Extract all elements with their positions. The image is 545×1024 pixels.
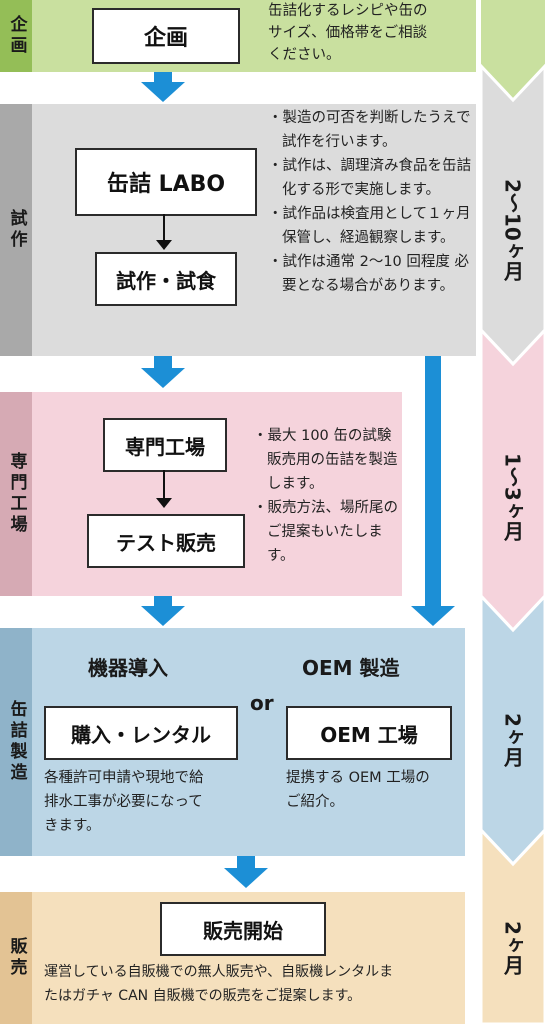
box-kikaku: 企画 [92,8,240,64]
connector-arrowhead [156,240,172,250]
note-kiki: 各種許可申請や現地で給 排水工事が必要になって きます。 [44,766,244,838]
blue-arrow-4 [224,868,268,888]
note-line: たはガチャ CAN 自販機での販売をご提案します。 [44,988,362,1004]
blue-arrow-3 [141,606,185,626]
blue-arrow-3-stem [154,596,172,608]
blue-arrow-1 [141,82,185,102]
chevron-green [481,0,545,100]
connector-line [163,470,165,500]
note-hanbai: 運営している自販機での無人販売や、自販機レンタルま たはガチャ CAN 自販機で… [44,960,476,1008]
section-label-hanbai: 販売 [0,892,32,1024]
section-label-kanzume: 缶詰製造 [0,628,32,856]
box-hanbai-kaishi: 販売開始 [160,902,326,956]
duration-kanzume: 2ヶ月 [500,713,525,767]
duration-hanbai: 2ヶ月 [500,921,525,975]
skip-arrow-head [411,606,455,626]
or-label: or [250,691,274,715]
note-bullet: ・試作は、調理済み食品を缶詰化する形で実施します。 [268,158,471,198]
section-label-senmon: 専門工場 [0,392,32,596]
note-line: ご紹介。 [286,794,344,810]
note-bullet: ・最大 100 缶の試験販売用の缶詰を製造します。 [253,428,398,492]
note-bullet: ・試作は通常 2〜10 回程度 必要となる場合があります。 [268,254,470,294]
blue-arrow-1-stem [154,72,172,84]
box-oem-koujou: OEM 工場 [286,706,452,760]
note-kikaku: 缶詰化するレシピや缶の サイズ、価格帯をご相談 ください。 [268,0,478,66]
connector-arrowhead [156,498,172,508]
duration-chevrons [481,0,545,1024]
blue-arrow-2-stem [154,356,172,370]
note-bullet: ・販売方法、場所尾のご提案もいたします。 [253,500,398,564]
section-label-kikaku: 企画 [0,0,32,72]
box-test-hanbai: テスト販売 [87,514,245,568]
note-line: 運営している自販機での無人販売や、自販機レンタルま [44,964,394,980]
chevron-blue [481,593,545,867]
note-bullet: ・製造の可否を判断したうえで試作を行います。 [268,110,471,150]
option-title-oem: OEM 製造 [302,656,400,680]
blue-arrow-2 [141,368,185,388]
duration-shisaku: 2〜10ヶ月 [500,179,525,281]
blue-arrow-4-stem [237,856,255,870]
note-oem: 提携する OEM 工場の ご紹介。 [286,766,466,814]
connector-line [163,214,165,242]
box-senmon-koujou: 専門工場 [103,418,227,472]
box-shisaku-shishoku: 試作・試食 [95,252,237,306]
note-senmon: ・最大 100 缶の試験販売用の缶詰を製造します。 ・販売方法、場所尾のご提案も… [253,424,398,568]
note-line: 缶詰化するレシピや缶の [268,3,428,19]
chevron-gray [481,63,545,367]
panel-shisaku [32,104,476,356]
option-title-kiki: 機器導入 [88,656,168,680]
box-kounyu-rental: 購入・レンタル [44,706,238,760]
duration-senmon: 1〜3ヶ月 [500,453,525,541]
chevron-orange [481,827,545,1024]
skip-arrow-stem [425,356,441,610]
chevron-pink [481,327,545,633]
note-bullet: ・試作品は検査用として１ヶ月保管し、経過観察します。 [268,206,471,246]
note-line: 排水工事が必要になって [44,794,203,810]
box-kanzume-labo: 缶詰 LABO [75,148,257,216]
note-line: サイズ、価格帯をご相談 [268,25,428,41]
note-line: 各種許可申請や現地で給 [44,770,204,786]
note-line: ください。 [268,47,341,63]
section-label-shisaku: 試作 [0,104,32,356]
note-shisaku: ・製造の可否を判断したうえで試作を行います。 ・試作は、調理済み食品を缶詰化する… [268,106,478,298]
note-line: きます。 [44,818,101,834]
note-line: 提携する OEM 工場の [286,770,430,786]
